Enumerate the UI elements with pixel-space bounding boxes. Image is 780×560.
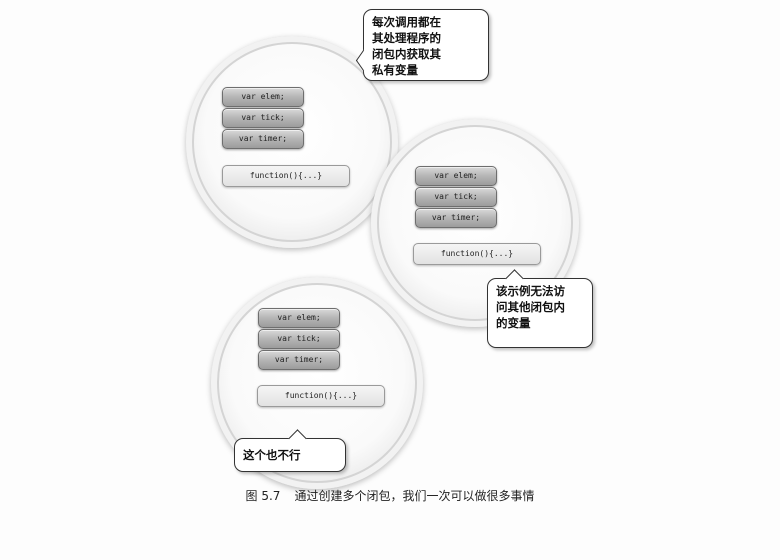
callout-private-variables: 每次调用都在 其处理程序的 闭包内获取其 私有变量 [355, 9, 489, 81]
figure-caption: 图 5.7 通过创建多个闭包，我们一次可以做很多事情 [0, 487, 780, 504]
callout-line: 私有变量 [372, 63, 418, 77]
variable-elem: var elem; [258, 308, 340, 328]
callout-line: 其处理程序的 [372, 31, 441, 45]
callout-line: 的变量 [496, 316, 531, 330]
variable-timer: var timer; [258, 350, 340, 370]
function-block: function(){...} [413, 243, 541, 265]
variable-tick: var tick; [258, 329, 340, 349]
caption-text: 通过创建多个闭包，我们一次可以做很多事情 [294, 489, 535, 503]
callout-line: 该示例无法访 [496, 284, 565, 298]
variable-elem: var elem; [222, 87, 304, 107]
variable-timer: var timer; [222, 129, 304, 149]
function-block: function(){...} [222, 165, 350, 187]
callout-line: 每次调用都在 [372, 15, 441, 29]
variable-elem: var elem; [415, 166, 497, 186]
callout-line: 问其他闭包内 [496, 300, 565, 314]
variable-tick: var tick; [222, 108, 304, 128]
figure-number: 图 5.7 [245, 489, 281, 503]
variable-tick: var tick; [415, 187, 497, 207]
function-block: function(){...} [257, 385, 385, 407]
callout-no-access: 该示例无法访 问其他闭包内 的变量 [487, 269, 593, 348]
callout-neither: 这个也不行 [234, 429, 346, 472]
callout-line: 闭包内获取其 [372, 47, 441, 61]
callout-line: 这个也不行 [243, 448, 301, 462]
variable-timer: var timer; [415, 208, 497, 228]
